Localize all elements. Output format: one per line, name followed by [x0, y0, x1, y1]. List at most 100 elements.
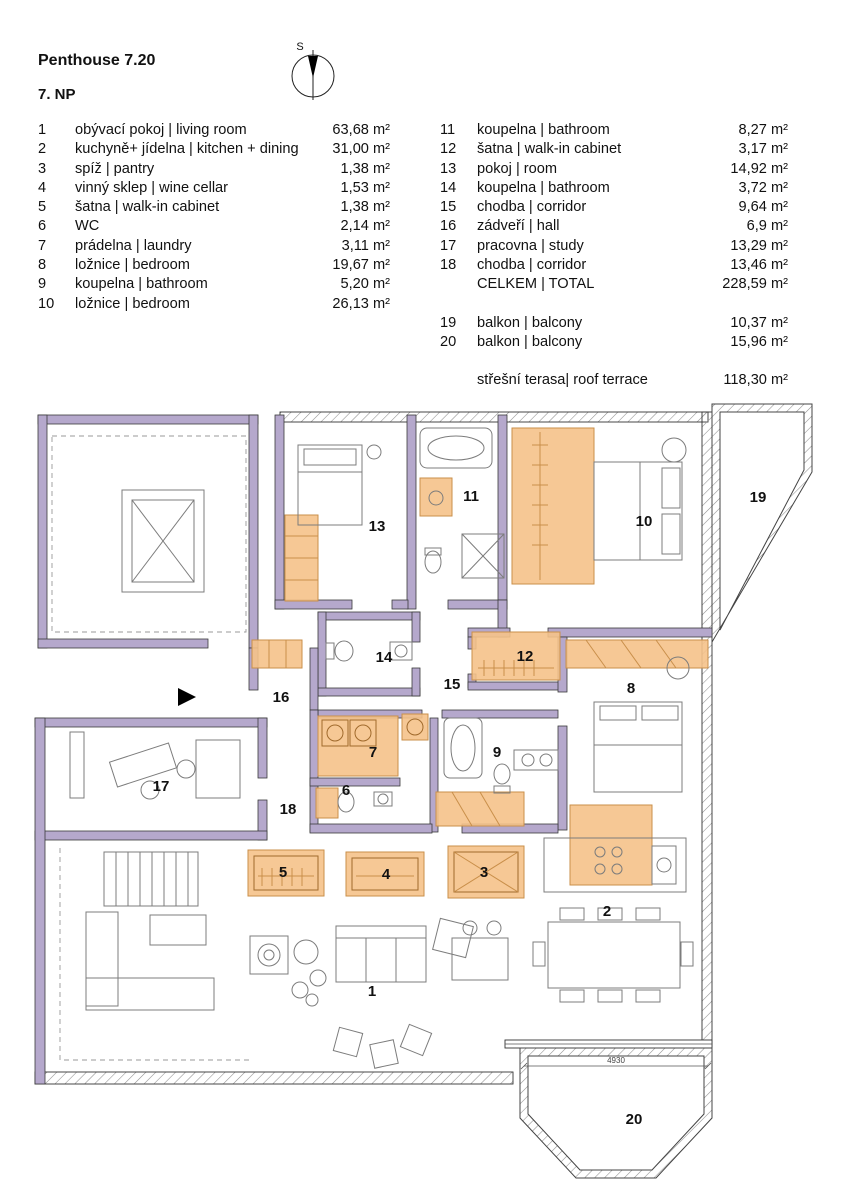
room-name: zádveří | hall: [477, 218, 560, 235]
room-area: 8,27 m²: [738, 122, 788, 138]
legend-row: 4 vinný sklep | wine cellar 1,53 m²: [38, 179, 390, 198]
dimension-line: [520, 1062, 712, 1070]
terrace-area: 118,30 m²: [723, 372, 788, 389]
corner-sofa: [85, 911, 215, 1011]
room-area: 15,96 m²: [730, 333, 788, 350]
plan-label-2: 2: [603, 903, 611, 920]
armchair-living: [432, 917, 474, 959]
room-area: 31,00 m²: [332, 141, 390, 158]
bathtub-room9: [443, 717, 483, 779]
room-name: vinný sklep | wine cellar: [75, 179, 229, 196]
dashed-lines: [51, 435, 250, 1061]
wardrobe-room12: [471, 631, 561, 681]
coffee-table: [293, 939, 319, 965]
room-number: 3: [38, 160, 47, 177]
kitchen-counter: [435, 791, 525, 827]
room-name: obývací pokoj | living room: [75, 122, 247, 138]
room-area: 2,14 m²: [340, 218, 390, 235]
plan-label-7: 7: [369, 744, 377, 761]
plan-label-3: 3: [480, 864, 488, 881]
fireplace: [249, 935, 289, 975]
room-area: 13,46 m²: [730, 257, 788, 274]
vanity-room9: [513, 749, 559, 771]
sink-room11: [428, 490, 444, 506]
room-number: 2: [38, 141, 47, 158]
wardrobe-room8-strip: [565, 639, 709, 669]
plan-label-14: 14: [376, 649, 393, 666]
room-number: 14: [440, 179, 457, 196]
room-name: koupelna | bathroom: [477, 122, 610, 138]
room-number: 10: [38, 295, 55, 312]
room-number: 13: [440, 160, 457, 177]
room-number: 9: [38, 276, 47, 293]
floor-label: 7. NP: [38, 86, 76, 103]
room-area: 5,20 m²: [340, 276, 390, 293]
room-area: 6,9 m²: [746, 218, 788, 235]
shower-room11: [461, 533, 505, 579]
kitchen-island: [543, 837, 687, 893]
room-name: koupelna | bathroom: [477, 179, 610, 196]
elevator: [121, 489, 205, 593]
toilet-room11: [424, 547, 442, 574]
room-name: chodba | corridor: [477, 257, 587, 274]
dimension-text: 4930: [607, 1056, 625, 1065]
highlight-cabinets: [247, 427, 709, 899]
room-area: 9,64 m²: [738, 199, 788, 216]
kitchen-island-highlight: [569, 804, 653, 886]
room-area: 1,53 m²: [340, 179, 390, 196]
room-number: 8: [38, 257, 47, 274]
bed-room8: [593, 701, 683, 793]
plan-label-18: 18: [280, 801, 297, 818]
plan-label-1: 1: [368, 983, 376, 1000]
room-area: 3,17 m²: [738, 141, 788, 158]
sink-room6: [373, 791, 393, 807]
plan-label-5: 5: [279, 864, 287, 881]
cabinet-4: [345, 851, 425, 897]
desk2-room17: [176, 739, 241, 799]
laundry-cabinet: [317, 715, 399, 777]
plan-label-16: 16: [273, 689, 290, 706]
balcony-20-outline: [519, 1047, 713, 1179]
balconies: 4930: [519, 403, 813, 1179]
room-name: spíž | pantry: [75, 160, 155, 177]
room-area: 3,72 m²: [738, 179, 788, 196]
coffee-table-small: [309, 969, 327, 987]
room-number: 5: [38, 199, 47, 216]
bed-room13: [297, 444, 382, 526]
bathtub-room11: [419, 427, 493, 469]
entry-door-arrow: [178, 688, 196, 706]
room-number: 4: [38, 179, 47, 196]
compass-north-label: S: [296, 41, 303, 53]
total-area: 228,59 m²: [722, 276, 788, 293]
shelf-room17: [69, 731, 85, 799]
room-area: 1,38 m²: [340, 160, 390, 177]
room-number: 19: [440, 314, 457, 331]
toilet-room14: [325, 640, 354, 662]
plan-label-8: 8: [627, 680, 635, 697]
cabinet-5: [247, 849, 325, 897]
room-area: 1,38 m²: [340, 199, 390, 216]
plan-label-10: 10: [636, 513, 653, 530]
furniture: [69, 427, 694, 1069]
room-number: 7: [38, 237, 47, 254]
north-compass: S: [291, 41, 335, 100]
plan-label-19: 19: [750, 489, 767, 506]
room-area: 13,29 m²: [730, 237, 788, 254]
room-name: pracovna | study: [477, 237, 584, 254]
room-name: pokoj | room: [477, 160, 558, 177]
terrace-name: střešní terasa| roof terrace: [477, 372, 648, 389]
